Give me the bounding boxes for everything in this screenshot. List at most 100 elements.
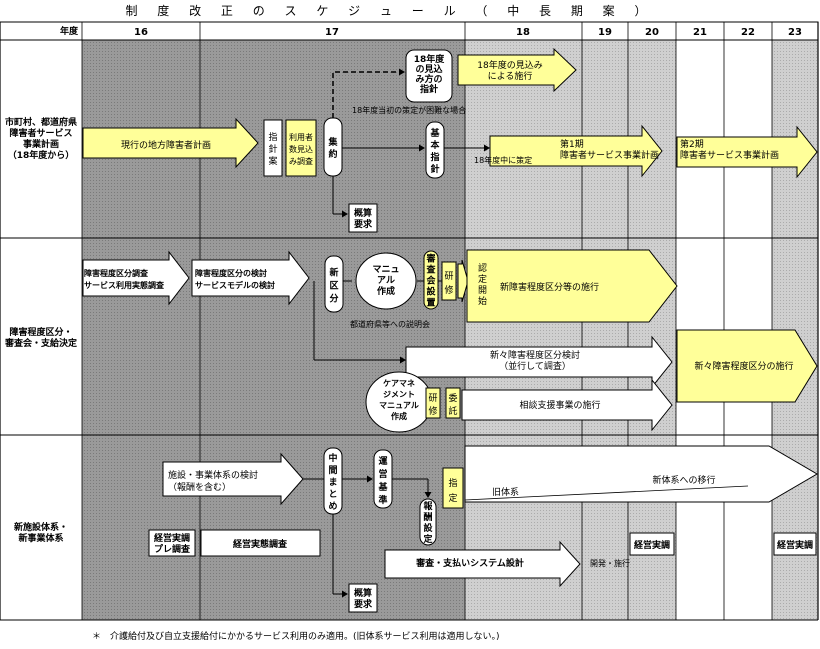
- current-plan-label: 現行の地方障害者計画: [121, 139, 211, 151]
- h18-guidance-label-line-2: み方の: [415, 73, 442, 85]
- gaisan2-label-line-1: 要求: [354, 598, 373, 610]
- year-label-17: 17: [325, 27, 339, 38]
- shishin-an-box-char-1: 針: [268, 143, 277, 155]
- gaisan1-box: [348, 203, 378, 233]
- h18-enforce-label-line-0: 18年度の見込み: [477, 59, 542, 71]
- gaisan2-head: [342, 590, 348, 598]
- kihon-shishin-pill: [425, 121, 445, 179]
- h18-enforce-label-line-1: による施行: [488, 70, 533, 82]
- shin-kubun-pill-char-2: 分: [329, 293, 338, 305]
- kenshu-arrow: [457, 259, 469, 303]
- care-manual-label-line-3: 作成: [391, 411, 407, 421]
- newnew-head: [400, 356, 406, 364]
- kenshu-box-char-0: 研: [444, 271, 453, 282]
- shin-kubun-pill-char-1: 区: [329, 281, 338, 292]
- survey-label-line-0: 障害程度区分調査: [84, 268, 149, 278]
- plan2-arrow: [676, 125, 818, 179]
- current-plan-arrow: [82, 117, 259, 169]
- facility-link-2-head: [367, 475, 373, 483]
- shin-kubun-pill: [324, 255, 344, 313]
- mgmt-survey-box: [200, 529, 321, 557]
- plan1-arrow: [489, 124, 663, 178]
- nintei-label-line-1: 定: [478, 273, 487, 285]
- housyu-pill-char-0: 報: [423, 500, 433, 512]
- facility-review-label-line-1: （報酬を含む）: [168, 481, 231, 493]
- chukan-pill-char-2: ま: [328, 477, 337, 488]
- itaku-box: [445, 387, 461, 419]
- shinsakai-pill-char-3: 設: [426, 286, 436, 298]
- gaisan2-box: [348, 583, 378, 613]
- soudan-arrow: [461, 378, 673, 432]
- survey-arrow: [82, 250, 190, 306]
- main-route-2-head: [484, 144, 490, 152]
- system-design-label: 審査・支払いシステム設計: [415, 557, 524, 569]
- kihon-shishin-pill-char-2: 指: [430, 151, 439, 163]
- riyosha-survey-box-char-1: 数見込: [289, 144, 313, 154]
- pre-survey-box: [148, 529, 196, 557]
- dev-enforce-label: 開発・施行: [590, 558, 630, 568]
- system-design-arrow: [384, 540, 581, 588]
- plan2-label-line-0: 第2期: [680, 138, 704, 150]
- gaisan1-label-line-0: 概算: [354, 207, 372, 219]
- row-label-plan-line-2: 事業計画: [23, 138, 59, 150]
- shinsakai-pill-char-0: 審: [425, 253, 436, 265]
- row-label-plan-line-0: 市町村、都道府県: [5, 116, 77, 128]
- model-label-line-0: 障害程度区分の検討: [195, 268, 267, 278]
- chukan-pill-char-0: 中: [328, 452, 337, 464]
- unei-pill-char-3: 準: [378, 494, 387, 506]
- shinsakai-pill-char-4: 置: [426, 298, 435, 309]
- new-kubun-label: 新障害程度区分等の施行: [500, 281, 599, 293]
- unei-pill-char-2: 基: [377, 481, 388, 493]
- mgmt-survey-label: 経営実態調査: [233, 538, 288, 550]
- shinsakai-pill: [423, 250, 439, 310]
- unei-pill-char-1: 営: [378, 468, 387, 480]
- h18-guidance-pill: [405, 49, 453, 103]
- h18-guidance-label-line-3: 指針: [420, 83, 438, 95]
- unei-pill-char-0: 運: [378, 456, 387, 467]
- keiei1-box: [629, 532, 675, 556]
- row-label-plan-line-3: （18年度から）: [8, 149, 75, 161]
- year-label-16: 16: [134, 27, 148, 38]
- care-manual-label-line-1: ジメント: [383, 390, 415, 399]
- newnew-review-label-line-0: 新々障害程度区分検討: [490, 349, 580, 361]
- kihon-shishin-pill-char-3: 針: [430, 163, 439, 175]
- survey-label-line-1: サービス利用実態調査: [84, 280, 165, 290]
- chukan-pill-char-3: と: [328, 489, 337, 500]
- newnew-review-label-line-1: （並行して調査）: [499, 360, 571, 372]
- shitei-box-char-1: 定: [448, 492, 457, 504]
- row-label-plan-line-1: 障害者サービス: [9, 127, 72, 139]
- nintei-label-line-0: 認: [478, 262, 487, 274]
- care-manual-label-line-2: マニュアル: [379, 401, 419, 410]
- shishin-an-box-char-2: 案: [268, 155, 277, 167]
- diagram-title: 制 度 改 正 の ス ケ ジ ュ ー ル （ 中 長 期 案 ）: [125, 4, 655, 18]
- newnew-enforce-arrow: [676, 329, 818, 403]
- kenshu2-box: [425, 387, 441, 419]
- row-label-facility-line-1: 新事業体系: [18, 532, 63, 544]
- year-label-22: 22: [741, 27, 755, 38]
- facility-review-label-line-0: 施設・事業体系の検討: [168, 469, 258, 481]
- shishin-an-box-char-0: 指: [268, 131, 277, 143]
- gaisan2-label-line-0: 概算: [354, 587, 372, 599]
- nintei-label-line-2: 開: [478, 285, 487, 296]
- transition-divider: [464, 485, 749, 501]
- plan1-label-line-1: 障害者サービス事業計画: [560, 149, 659, 161]
- facility-review-arrow: [162, 452, 304, 506]
- h18-note: 18年度当初の策定が困難な場合: [352, 105, 466, 115]
- transition-arrow: [464, 445, 818, 503]
- care-manual-label-line-0: ケアマネ: [383, 378, 415, 388]
- row-label-kubun-line-0: 障害程度区分・: [9, 326, 72, 338]
- housyu-pill-char-1: 酬: [423, 511, 432, 523]
- shishin-an-box: [263, 119, 283, 177]
- year-label-19: 19: [598, 27, 612, 38]
- pre-survey-label-line-1: プレ調査: [154, 543, 191, 555]
- year-label-18: 18: [516, 27, 530, 38]
- manual-label-line-0: マニュ: [372, 265, 399, 275]
- year-label-20: 20: [645, 27, 659, 38]
- itaku-box-char-0: 委: [448, 392, 457, 404]
- year-corner-label: 年度: [60, 25, 79, 37]
- riyosha-survey-box-char-2: み調査: [289, 156, 313, 166]
- manual-ellipse: [355, 252, 417, 310]
- h18-enforce-arrow: [457, 47, 577, 93]
- keiei2-box: [773, 532, 817, 556]
- manual-label-line-2: 作成: [377, 285, 395, 297]
